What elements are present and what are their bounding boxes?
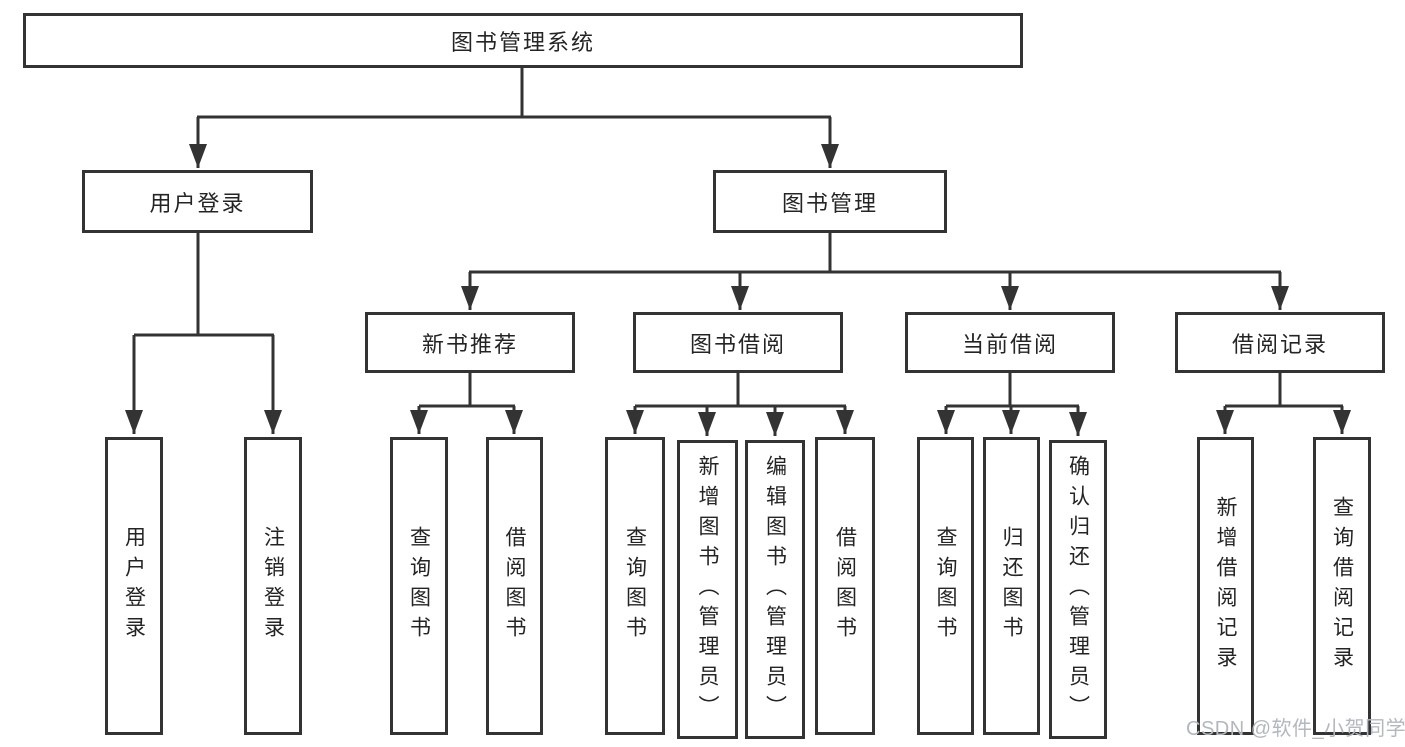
node-new-book-recommend-label: 新书推荐 <box>421 331 518 357</box>
leaf-borrow-books-label: 借阅图书 <box>833 526 857 646</box>
leaf-query-books-current: 查询图书 <box>917 437 974 735</box>
node-user-login-label: 用户登录 <box>149 190 246 216</box>
node-user-login: 用户登录 <box>82 170 313 233</box>
leaf-add-borrow-record: 新增借阅记录 <box>1197 437 1254 735</box>
leaf-add-borrow-record-label: 新增借阅记录 <box>1214 496 1237 676</box>
node-root-label: 图书管理系统 <box>450 29 595 55</box>
node-root-system: 图书管理系统 <box>23 13 1023 68</box>
node-borrow-records: 借阅记录 <box>1175 312 1385 373</box>
leaf-edit-books-admin: 编辑图书（管理员） <box>745 440 805 739</box>
leaf-query-books-borrow-label: 查询图书 <box>623 526 647 646</box>
node-current-borrow: 当前借阅 <box>905 312 1115 373</box>
node-book-management-label: 图书管理 <box>781 190 878 216</box>
leaf-query-books-current-label: 查询图书 <box>934 526 957 646</box>
node-book-management: 图书管理 <box>713 170 947 233</box>
leaf-add-books-admin: 新增图书（管理员） <box>677 440 738 739</box>
node-new-book-recommend: 新书推荐 <box>365 312 575 373</box>
leaf-confirm-return-admin-label: 确认归还（管理员） <box>1066 454 1090 725</box>
node-book-borrow-label: 图书借阅 <box>689 331 786 357</box>
leaf-query-borrow-record-label: 查询借阅记录 <box>1330 496 1354 676</box>
leaf-query-books-recommend: 查询图书 <box>390 437 448 735</box>
leaf-user-login-label: 用户登录 <box>122 526 146 646</box>
leaf-add-books-admin-label: 新增图书（管理员） <box>696 454 719 725</box>
leaf-query-books-borrow: 查询图书 <box>605 437 665 735</box>
leaf-edit-books-admin-label: 编辑图书（管理员） <box>763 454 787 725</box>
leaf-query-borrow-record: 查询借阅记录 <box>1313 437 1371 735</box>
leaf-borrow-books-recommend-label: 借阅图书 <box>503 526 526 646</box>
leaf-query-books-recommend-label: 查询图书 <box>407 526 431 646</box>
leaf-confirm-return-admin: 确认归还（管理员） <box>1049 440 1107 739</box>
node-book-borrow: 图书借阅 <box>633 312 843 373</box>
node-borrow-records-label: 借阅记录 <box>1231 331 1328 357</box>
node-current-borrow-label: 当前借阅 <box>961 331 1058 357</box>
leaf-borrow-books-recommend: 借阅图书 <box>486 437 543 735</box>
leaf-borrow-books: 借阅图书 <box>815 437 875 735</box>
watermark: CSDN @软件_小贺同学 <box>1186 718 1405 740</box>
leaf-return-books: 归还图书 <box>983 437 1040 735</box>
leaf-logout: 注销登录 <box>244 437 302 735</box>
leaf-return-books-label: 归还图书 <box>1000 526 1023 646</box>
leaf-logout-label: 注销登录 <box>261 526 285 646</box>
leaf-user-login: 用户登录 <box>105 437 163 735</box>
